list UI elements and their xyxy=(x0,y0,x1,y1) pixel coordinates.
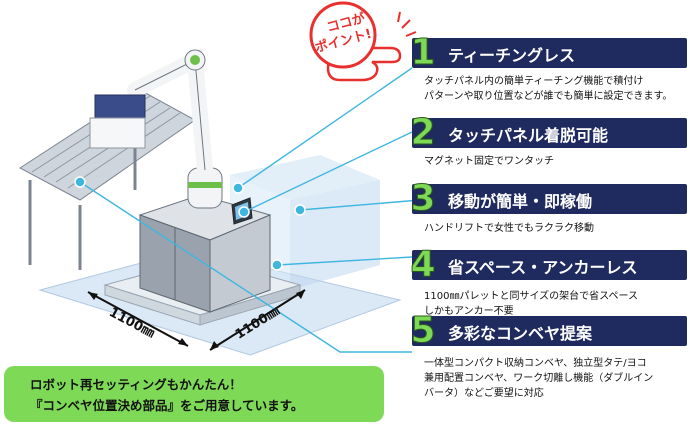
feature-3-number: 3 xyxy=(410,178,436,219)
feature-2-desc: マグネット固定でワンタッチ xyxy=(424,154,688,169)
feature-3-desc-line: ハンドリフトで女性でもラクラク移動 xyxy=(424,223,594,234)
feature-1-desc-line: タッチパネル内の簡単ティーチング機能で積付け xyxy=(424,76,644,87)
feature-3-bar: 3 移動が簡単・即稼働 xyxy=(410,179,687,218)
feature-4-desc: 1100㎜パレットと同サイズの架台で省スペース しかもアンカー不要 xyxy=(424,289,688,319)
feature-2-number: 2 xyxy=(410,112,436,153)
space-box xyxy=(230,155,380,200)
feature-5-desc-line: バータ）などご要望に対応 xyxy=(424,388,544,399)
badge-circle xyxy=(309,1,377,69)
feature-4-desc-line: 1100㎜パレットと同サイズの架台で省スペース xyxy=(424,291,638,302)
feature-2-desc-line: マグネット固定でワンタッチ xyxy=(424,156,554,167)
feature-5-number: 5 xyxy=(410,310,436,351)
feature-5-bar: 5 多彩なコンベヤ提案 xyxy=(410,311,687,350)
feature-5-desc: 一体型コンパクト収納コンベヤ、独立型タテ/ヨコ 兼用配置コンベヤ、ワーク切離し機… xyxy=(424,356,688,401)
connector-1 xyxy=(237,67,413,189)
feature-5-desc-line: 一体型コンパクト収納コンベヤ、独立型タテ/ヨコ xyxy=(424,358,647,369)
feature-1-desc-line: パターンや取り位置などが誰でも簡単に設定できます。 xyxy=(424,91,673,102)
callout-line1: ロボット再セッティングもかんたん！ xyxy=(30,377,242,392)
feature-3-title: 移動が簡単・即稼働 xyxy=(448,192,593,211)
feature-4-bar: 4 省スペース・アンカーレス xyxy=(410,245,687,284)
connector-4 xyxy=(276,256,413,266)
feature-5-desc-line: 兼用配置コンベヤ、ワーク切離し機能（ダブルイン xyxy=(424,373,654,384)
connector-2 xyxy=(243,131,413,213)
feature-3-desc: ハンドリフトで女性でもラクラク移動 xyxy=(424,221,688,236)
connector-3 xyxy=(299,199,421,211)
feature-5-title: 多彩なコンベヤ提案 xyxy=(448,324,593,343)
feature-2-bar: 2 タッチパネル着脱可能 xyxy=(410,113,687,152)
feature-4-title: 省スペース・アンカーレス xyxy=(448,258,638,277)
feature-4-number: 4 xyxy=(410,244,436,285)
feature-4-desc-line: しかもアンカー不要 xyxy=(424,306,514,317)
feature-2-title: タッチパネル着脱可能 xyxy=(448,126,609,145)
feature-1-bar: 1 ティーチングレス xyxy=(410,33,687,72)
bottom-callout: ロボット再セッティングもかんたん！ 『コンベヤ位置決め部品』をご用意しています。 xyxy=(4,366,384,422)
feature-1-title: ティーチングレス xyxy=(448,46,576,65)
feature-1-desc: タッチパネル内の簡単ティーチング機能で積付け パターンや取り位置などが誰でも簡単… xyxy=(424,74,688,104)
feature-1-number: 1 xyxy=(410,32,436,73)
connector-5 xyxy=(79,181,412,353)
callout-line2: 『コンベヤ位置決め部品』をご用意しています。 xyxy=(30,398,304,413)
